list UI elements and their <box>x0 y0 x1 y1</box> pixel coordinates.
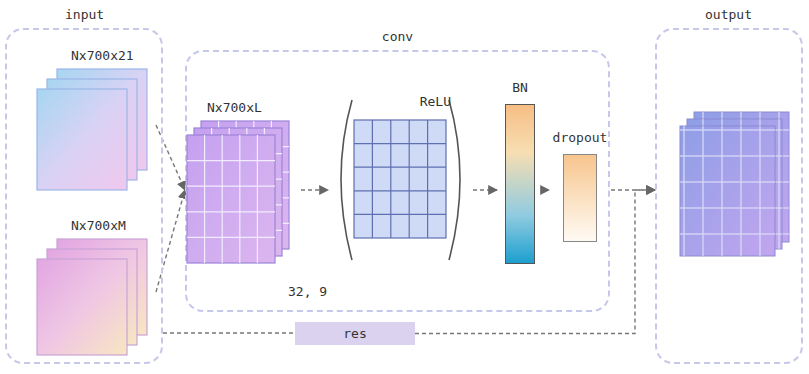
res-box: res <box>295 322 415 345</box>
node-label: output <box>705 7 752 23</box>
node-label: Nx700xM <box>35 218 156 234</box>
dashed-region: output <box>655 28 803 364</box>
input-feature-stack: Nx700xM <box>35 218 156 358</box>
dashed-connector <box>611 189 655 190</box>
relu-bracket-drawing <box>328 88 473 268</box>
feature-grid-stack <box>185 120 295 270</box>
input-card-stack <box>35 238 150 358</box>
node-label: BN <box>497 80 543 96</box>
dashed-region: convNx700xLReLUBNdropout <box>185 50 610 312</box>
input-feature-stack: Nx700x21 <box>35 48 156 193</box>
batch-norm-bar <box>505 104 535 264</box>
node-label: input <box>65 7 104 23</box>
node-label: dropout <box>549 130 611 146</box>
node-label: res <box>343 326 366 342</box>
dashed-connector <box>156 190 185 292</box>
node-label: conv <box>382 29 413 45</box>
kernel-label: 32, 9 <box>288 284 327 300</box>
dashed-region: inputNx700x21Nx700xM <box>5 28 163 364</box>
bn-bar: BN <box>497 80 543 270</box>
dashed-connector <box>473 189 497 190</box>
node-label: Nx700xL <box>185 100 301 116</box>
node-label: Nx700x21 <box>35 48 156 64</box>
output-feature-stack <box>680 112 789 256</box>
dashed-connector <box>163 332 295 333</box>
dropout-bar-shape <box>563 154 597 242</box>
dashed-connector <box>543 189 549 190</box>
input-card-stack <box>35 68 150 193</box>
feature-map-stack: Nx700xL <box>185 100 301 270</box>
dashed-connector <box>301 189 328 190</box>
node-label: ReLU <box>420 94 451 110</box>
relu-bracket: ReLU <box>328 88 473 268</box>
dashed-connector <box>156 125 185 190</box>
dropout-bar: dropout <box>549 130 611 245</box>
